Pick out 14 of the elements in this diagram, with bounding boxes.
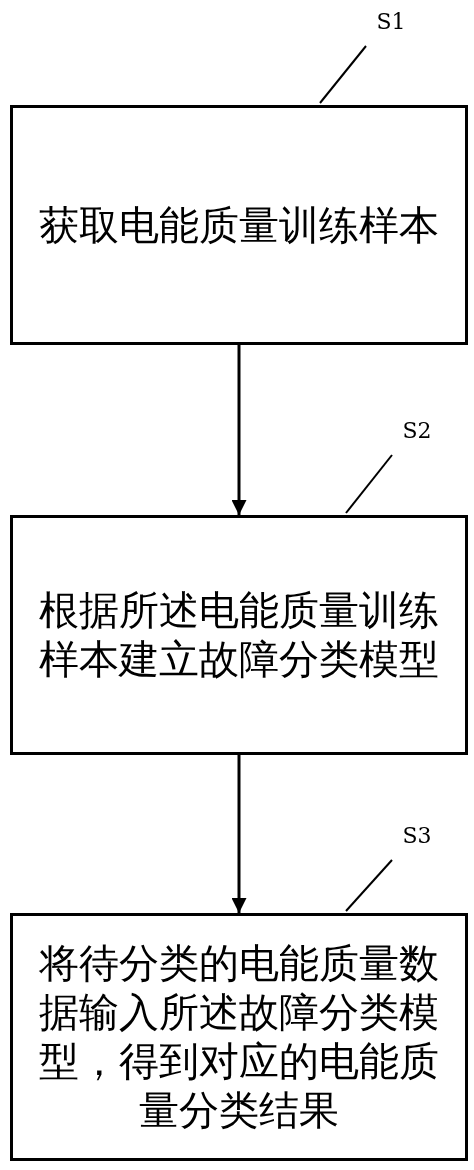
arrow bbox=[231, 345, 247, 515]
process-box bbox=[10, 515, 468, 755]
leader-line bbox=[319, 45, 367, 104]
step-label: S2 bbox=[402, 417, 432, 443]
leader-line bbox=[345, 454, 393, 514]
step-text: 将待分类的电能质量数据输入所述故障分类模型，得到对应的电能质量分类结果 bbox=[38, 939, 440, 1135]
process-box bbox=[10, 105, 468, 345]
process-box bbox=[10, 913, 468, 1161]
step-text: 根据所述电能质量训练样本建立故障分类模型 bbox=[38, 586, 440, 684]
arrow bbox=[231, 755, 247, 913]
step-label: S3 bbox=[402, 822, 432, 848]
leader-line bbox=[345, 859, 393, 912]
step-label: S1 bbox=[376, 8, 406, 34]
step-text: 获取电能质量训练样本 bbox=[39, 200, 439, 250]
